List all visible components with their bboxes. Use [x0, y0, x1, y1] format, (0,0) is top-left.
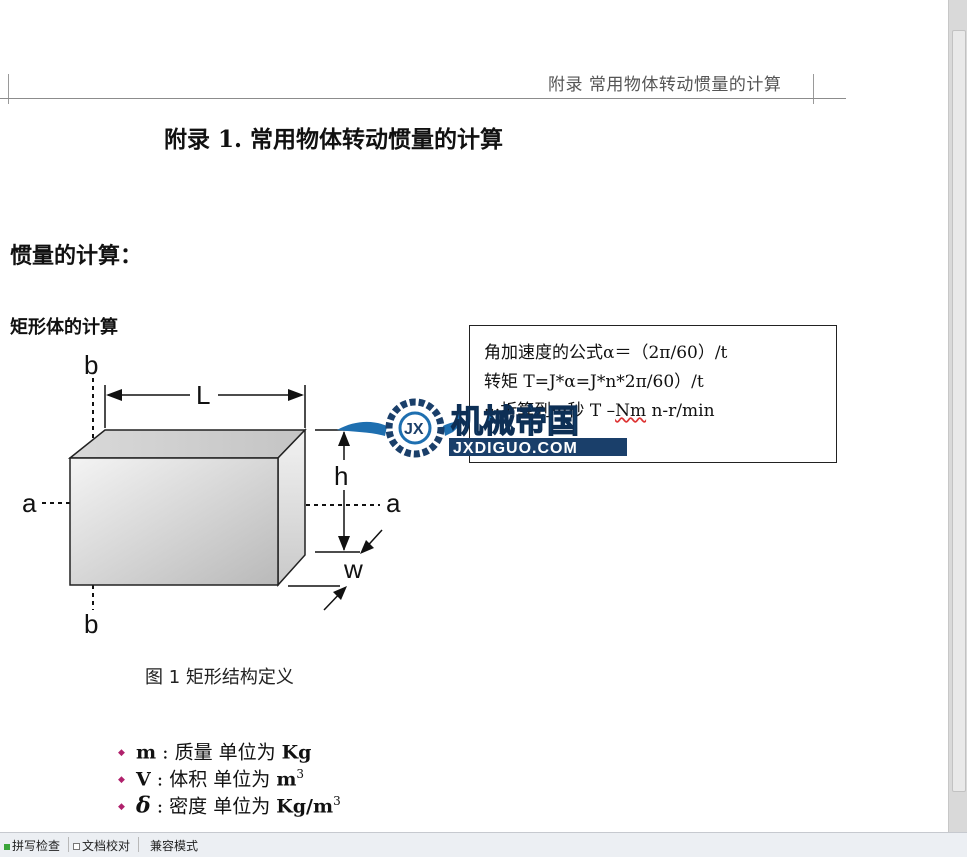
- label-a-right: a: [386, 488, 401, 518]
- doc-proof-checkbox-icon: [73, 843, 80, 850]
- label-b-top: b: [84, 350, 98, 380]
- var-unit: Kg: [281, 741, 312, 764]
- spell-check-indicator-icon: [4, 843, 10, 850]
- doc-proof-label: 文档校对: [82, 839, 131, 853]
- dim-w-arrow-bottom: [333, 586, 347, 600]
- diamond-bullet-icon: ◆: [118, 801, 125, 812]
- status-divider: [138, 837, 139, 852]
- var-symbol: m: [136, 741, 157, 764]
- diamond-bullet-icon: ◆: [118, 747, 125, 758]
- section-heading: 惯量的计算：: [10, 243, 143, 269]
- list-item: ◆ V : 体积 单位为 m3: [118, 761, 341, 791]
- var-symbol: δ: [136, 792, 151, 819]
- var-desc: : 质量 单位为: [156, 741, 282, 764]
- formula-line-3-suffix: n-r/min: [646, 401, 715, 421]
- dim-h-arrow-bottom: [338, 536, 350, 551]
- wing-right-icon: [443, 422, 460, 436]
- var-desc: : 密度 单位为: [150, 795, 277, 818]
- compat-mode-indicator[interactable]: 兼容模式: [150, 839, 199, 853]
- header-corner-mark-left: [8, 74, 9, 104]
- formula-text-box[interactable]: 角加速度的公式α＝（2π/60）/t 转矩 T=J*α=J*n*2π/60）/t…: [469, 325, 837, 463]
- spell-check-label: 拼写检查: [12, 839, 61, 853]
- spell-check-toggle[interactable]: 拼写检查: [4, 837, 60, 854]
- gear-inner-icon: [398, 411, 432, 445]
- var-unit-sup: 3: [333, 794, 341, 808]
- dim-w-arrow-top: [360, 540, 374, 554]
- formula-line-1: 角加速度的公式α＝（2π/60）/t: [484, 343, 728, 363]
- header-corner-mark-right: [813, 74, 814, 104]
- formula-line-2: 转矩 T=J*α=J*n*2π/60）/t: [484, 372, 704, 392]
- document-title: 附录 1. 常用物体转动惯量的计算: [164, 126, 504, 153]
- rectangular-block-figure: b b a a L h w: [22, 350, 401, 639]
- var-unit-sup: 3: [296, 767, 305, 781]
- vertical-scrollbar[interactable]: [948, 0, 967, 832]
- formula-line-3-prefix: ···折算到···秒 T –: [484, 401, 616, 421]
- list-item: ◆ δ : 密度 单位为 Kg/m3: [118, 788, 341, 819]
- label-h: h: [334, 461, 348, 491]
- label-l: L: [196, 380, 210, 410]
- header-divider: [0, 98, 846, 99]
- var-unit: Kg/m: [276, 795, 334, 818]
- var-symbol: V: [136, 768, 151, 791]
- formula-line-3: ···折算到···秒 T –Nm n-r/min: [484, 396, 715, 421]
- watermark-name: 机械帝国: [451, 402, 579, 440]
- status-divider: [68, 837, 69, 852]
- document-page: 附录 常用物体转动惯量的计算 附录 1. 常用物体转动惯量的计算 惯量的计算： …: [0, 74, 846, 819]
- subsection-heading: 矩形体的计算: [10, 317, 118, 338]
- var-unit: m: [276, 768, 297, 791]
- scrollbar-thumb[interactable]: [952, 30, 966, 792]
- block-top-face: [67, 429, 307, 459]
- wing-left-icon: [337, 421, 387, 436]
- label-a-left: a: [22, 488, 37, 518]
- var-desc: : 体积 单位为: [150, 768, 277, 791]
- status-bar: 拼写检查 文档校对 兼容模式: [0, 832, 967, 857]
- dim-l-arrow-right: [288, 389, 304, 401]
- list-item: ◆ m : 质量 单位为 Kg: [118, 734, 341, 764]
- block-side-face: [277, 428, 306, 587]
- page-header-text: 附录 常用物体转动惯量的计算: [548, 75, 782, 95]
- label-w: w: [343, 554, 363, 584]
- dim-l-arrow-left: [106, 389, 122, 401]
- jxdiguo-watermark-logo: JX 机械帝国 JXDIGUO.COM: [337, 398, 627, 458]
- watermark-url-bar: [449, 438, 627, 456]
- figure-caption: 图 1 矩形结构定义: [145, 667, 294, 688]
- diamond-bullet-icon: ◆: [118, 774, 125, 785]
- formula-line-3-nm: Nm: [615, 401, 647, 421]
- doc-proof-toggle[interactable]: 文档校对: [73, 837, 130, 854]
- block-front-face: [69, 457, 279, 586]
- label-b-bottom: b: [84, 609, 98, 639]
- dim-h-arrow-top: [338, 431, 350, 446]
- variable-list: ◆m : 质量 单位为 Kg ◆V : 体积 单位为 m3 ◆δ : 密度 单位…: [118, 734, 341, 819]
- logo-monogram: JX: [404, 421, 424, 438]
- watermark-url: JXDIGUO.COM: [453, 440, 578, 457]
